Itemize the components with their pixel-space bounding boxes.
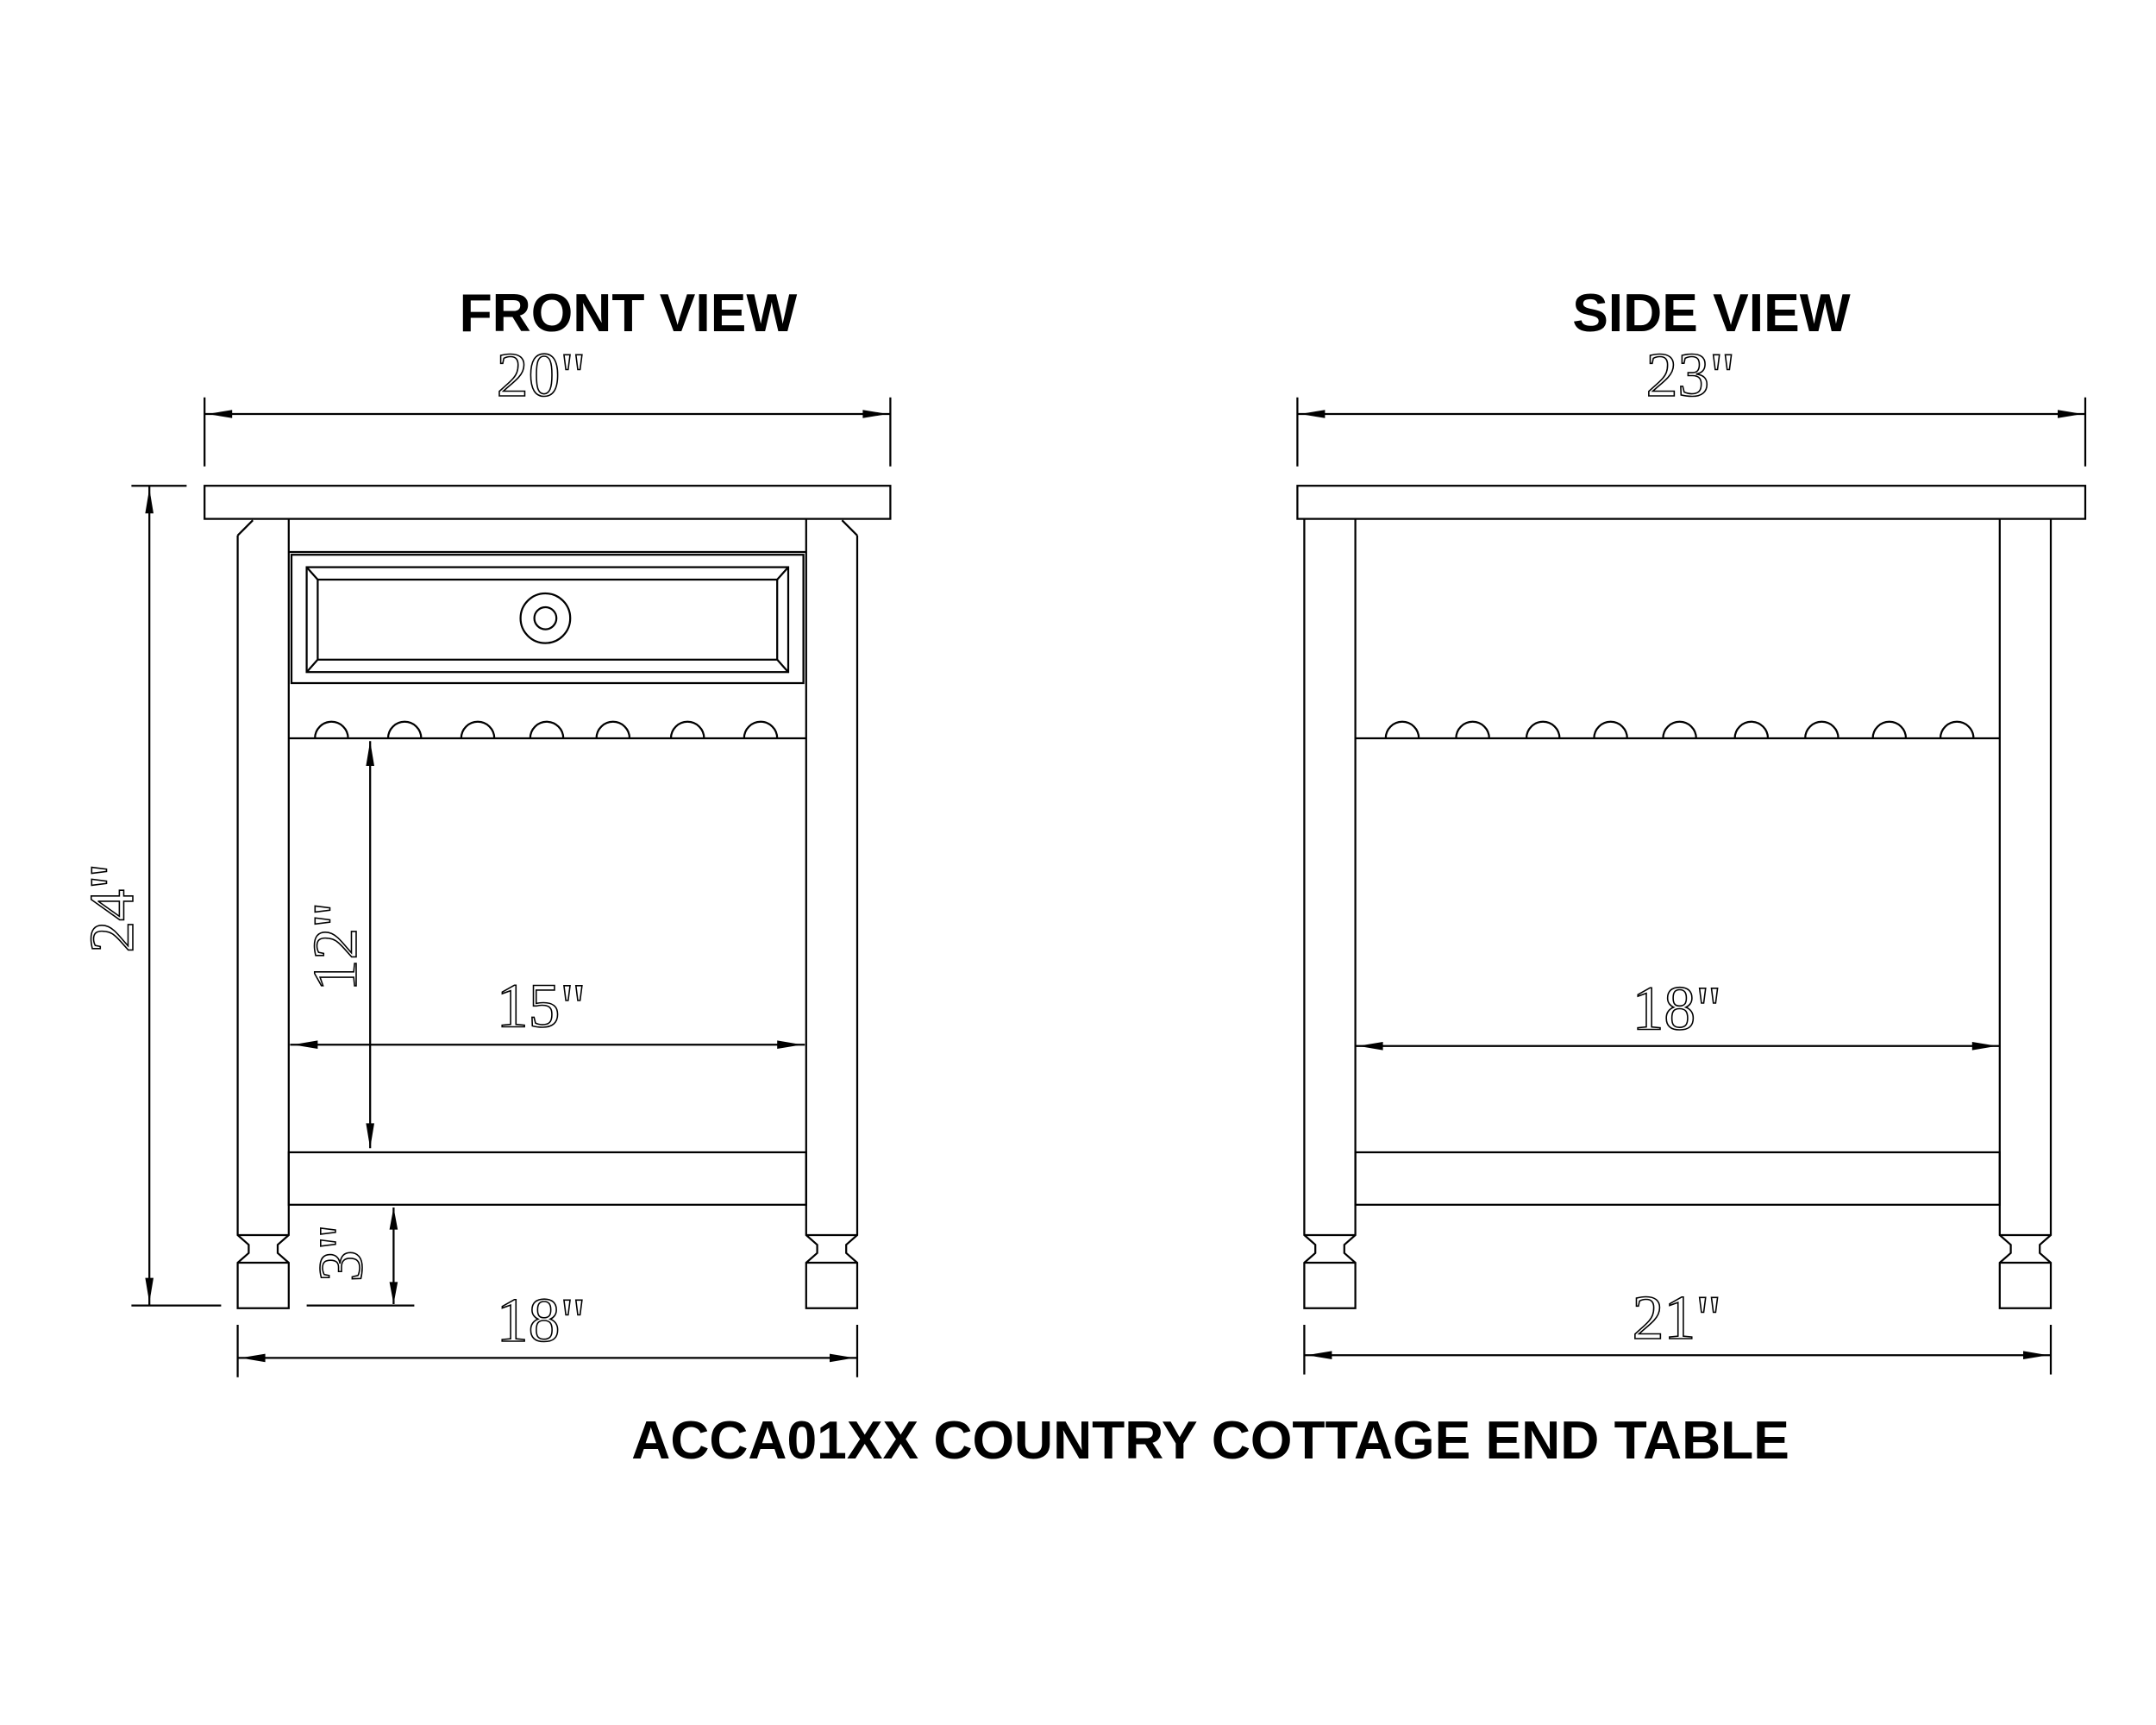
left-leg (1303, 518, 1357, 1309)
dim-23: 23" (1296, 338, 2087, 467)
dim-label: 18" (497, 1284, 586, 1355)
dim-label: 12" (299, 902, 370, 992)
table-top (1296, 485, 2087, 520)
dim-3: 3" (304, 1208, 415, 1307)
side-scallops (1384, 720, 1975, 739)
side-view-label: SIDE VIEW (1572, 284, 1851, 343)
drawer (290, 554, 805, 685)
dim-21: 21" (1303, 1281, 2053, 1375)
dim-18-front: 18" (236, 1283, 859, 1377)
front-view: FRONT VIEW 20" (75, 284, 892, 1377)
dim-20: 20" (204, 338, 892, 467)
dim-label: 3" (305, 1224, 376, 1282)
dim-15: 15" (290, 969, 805, 1049)
dim-label: 24" (76, 863, 147, 953)
right-leg (805, 518, 859, 1309)
lower-stretcher (1354, 1151, 2001, 1206)
dim-label: 21" (1633, 1282, 1722, 1352)
side-view: SIDE VIEW 23" 18" 21 (1296, 284, 2087, 1375)
dim-label: 23" (1646, 339, 1736, 410)
table-top (204, 485, 892, 520)
drawing-title: ACCA01XX COUNTRY COTTAGE END TABLE (631, 1411, 1789, 1471)
dim-12: 12" (298, 741, 374, 1149)
dim-label: 15" (497, 969, 586, 1040)
front-view-label: FRONT VIEW (460, 284, 798, 343)
dim-label: 18" (1633, 973, 1722, 1044)
front-scallops (314, 720, 779, 739)
dim-18-side: 18" (1355, 972, 2000, 1051)
drawer-knob (519, 592, 572, 644)
dim-24: 24" (75, 485, 222, 1307)
lower-stretcher (287, 1151, 807, 1206)
dim-label: 20" (497, 339, 586, 410)
right-leg (1998, 518, 2053, 1309)
left-leg (236, 518, 290, 1309)
